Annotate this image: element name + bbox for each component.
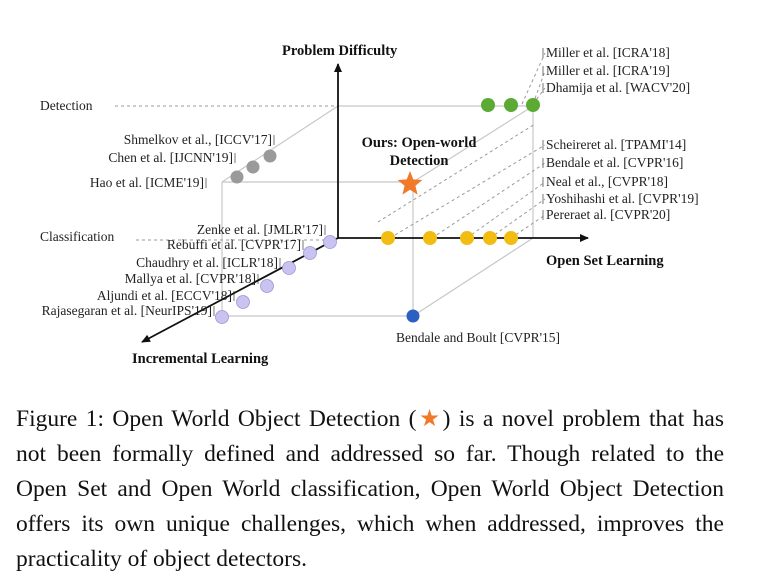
- star-icon: ★: [416, 406, 443, 432]
- point: [526, 98, 540, 112]
- ref-label: Neal et al., [CVPR'18]: [546, 174, 668, 189]
- z-axis-title: Incremental Learning: [132, 351, 269, 367]
- ref-label: Dhamija et al. [WACV'20]: [546, 80, 690, 95]
- openset-detection-points: [481, 98, 540, 112]
- ref-label: Yoshihashi et al. [CVPR'19]: [546, 191, 699, 206]
- ref-label: Zenke et al. [JMLR'17]: [197, 222, 323, 237]
- ref-label: Miller et al. [ICRA'18]: [546, 45, 670, 60]
- open-world-point: [406, 309, 420, 323]
- taxonomy-diagram: Problem Difficulty Open Set Learning Inc…: [40, 43, 699, 367]
- y-axis-title: Problem Difficulty: [282, 43, 398, 59]
- point: [460, 231, 474, 245]
- point: [303, 246, 317, 260]
- ref-label: Aljundi et al. [ECCV'18]: [97, 288, 232, 303]
- point: [323, 235, 337, 249]
- ref-label: Mallya et al. [CVPR'18]: [125, 271, 256, 286]
- label-ticks: [205, 48, 544, 316]
- ref-label: Pereraet al. [CVPR'20]: [546, 207, 670, 222]
- point: [483, 231, 497, 245]
- point: [263, 149, 277, 163]
- caption-suffix: ) is a novel problem that has not been f…: [16, 406, 724, 572]
- openset-classification-points: [381, 231, 518, 245]
- ref-label: Miller et al. [ICRA'19]: [546, 63, 670, 78]
- ref-label: Bendale and Boult [CVPR'15]: [396, 330, 560, 345]
- ref-label: Rajasegaran et al. [NeurIPS'19]: [42, 303, 212, 318]
- ours-label-line1: Ours: Open-world: [362, 135, 477, 151]
- star-marker-icon: [397, 171, 423, 195]
- point: [246, 160, 260, 174]
- ref-label: Hao et al. [ICME'19]: [90, 175, 204, 190]
- incremental-classification-points: [215, 235, 337, 324]
- ref-label: Scheireret al. [TPAMI'14]: [546, 137, 686, 152]
- point: [504, 98, 518, 112]
- detection-level-label: Detection: [40, 98, 93, 113]
- point: [504, 231, 518, 245]
- point: [260, 279, 274, 293]
- point: [381, 231, 395, 245]
- point: [423, 231, 437, 245]
- ours-label-line2: Detection: [390, 153, 449, 169]
- point: [215, 310, 229, 324]
- ref-label: Rebuffi et al. [CVPR'17]: [167, 237, 301, 252]
- x-axis-title: Open Set Learning: [546, 253, 664, 269]
- incremental-detection-points: [230, 149, 277, 184]
- ref-label: Chen et al. [IJCNN'19]: [108, 150, 233, 165]
- caption-prefix: Figure 1: Open World Object Detection (: [16, 406, 417, 432]
- classification-level-label: Classification: [40, 229, 114, 244]
- point: [282, 261, 296, 275]
- box-grid: [221, 105, 534, 317]
- point: [481, 98, 495, 112]
- point: [230, 170, 244, 184]
- ref-label: Chaudhry et al. [ICLR'18]: [136, 255, 278, 270]
- ref-label: Shmelkov et al., [ICCV'17]: [124, 132, 272, 147]
- figure-caption: Figure 1: Open World Object Detection (★…: [16, 402, 724, 577]
- point: [236, 295, 250, 309]
- ref-label: Bendale et al. [CVPR'16]: [546, 155, 683, 170]
